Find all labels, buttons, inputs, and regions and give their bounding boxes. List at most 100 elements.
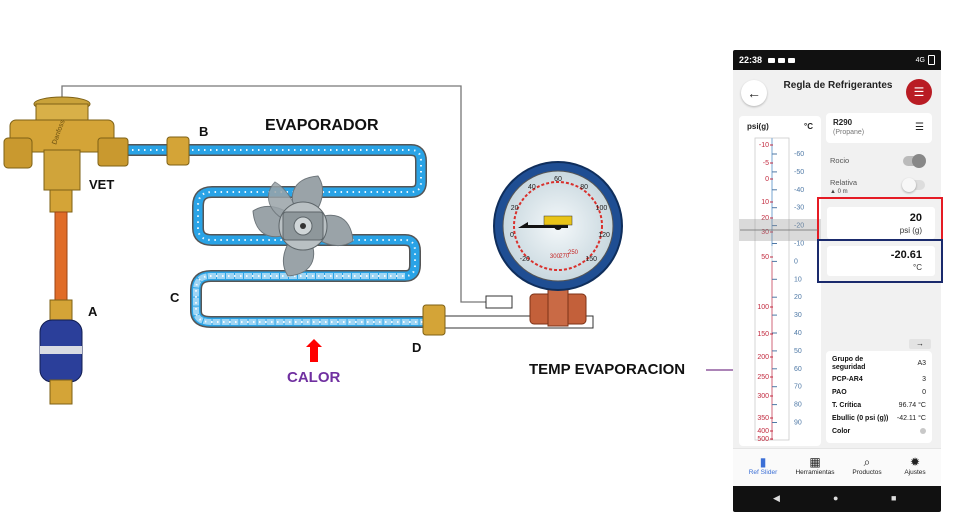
psi-tick-label: 50 [761, 254, 769, 261]
recents-square-icon[interactable]: ■ [891, 493, 897, 503]
celsius-tick-label: 90 [794, 420, 802, 427]
refrigerant-selector[interactable]: R290 (Propane) ☰ [826, 113, 932, 143]
nav-ajustes[interactable]: ✹Ajustes [889, 455, 941, 476]
list-icon[interactable]: ☰ [915, 122, 924, 133]
nav-label: Ajustes [904, 469, 926, 476]
gauge-inner-label: 270 [559, 253, 570, 259]
psi-tick-label: -10 [759, 142, 769, 149]
info-value: 3 [922, 376, 926, 383]
info-value: 96.74 °C [898, 402, 926, 409]
info-value: 0 [922, 389, 926, 396]
nav-label: Herramientas [795, 469, 835, 476]
info-key: PCP-AR4 [832, 376, 863, 383]
nav-ref-slider[interactable]: ▮Ref Slider [737, 455, 789, 476]
gauge-scale-label: 120 [598, 232, 610, 239]
info-key: Grupo de seguridad [832, 356, 866, 371]
celsius-tick-label: 70 [794, 384, 802, 391]
gauge-scale-label: 80 [580, 184, 588, 191]
psi-tick-label: 150 [757, 331, 769, 338]
system-nav-bar: ◀ ● ■ [733, 486, 941, 512]
grid-icon: ▦ [809, 455, 821, 469]
label-calor: CALOR [287, 369, 340, 386]
bulb-sensor [485, 295, 513, 309]
gauge-scale-label: 150 [585, 256, 597, 263]
celsius-tick-label: -10 [794, 241, 804, 248]
refrigerant-name: R290 [833, 118, 853, 127]
celsius-tick-label: 80 [794, 402, 802, 409]
nav-productos[interactable]: ⌕Productos [841, 455, 893, 476]
gear-icon: ✹ [909, 455, 921, 469]
refrigerant-sub: (Propane) [833, 129, 865, 136]
temperature-card[interactable]: -20.61 °C [827, 246, 935, 276]
celsius-tick-label: -20 [794, 223, 804, 230]
gauge-scale-label: 0 [510, 232, 514, 239]
gauge-scale-label: -20 [520, 256, 530, 263]
label-b: B [199, 124, 208, 139]
psi-tick-label: 0 [765, 176, 769, 183]
unit-celsius-label: °C [804, 122, 813, 131]
network-label: 4G [915, 56, 925, 64]
ref-slider[interactable]: psi(g) °C -10-50102030501001502002503003… [739, 116, 821, 446]
expansion-valve: Danfoss [3, 96, 129, 191]
page-title: Regla de Refrigerantes [783, 80, 893, 91]
celsius-tick-label: 0 [794, 258, 798, 265]
celsius-tick-label: -50 [794, 169, 804, 176]
status-right: 4G [916, 55, 935, 65]
label-c: C [170, 290, 180, 305]
ruler-icon: ▮ [759, 455, 767, 469]
relativa-label: Relativa [830, 178, 858, 187]
altitude-value: 0 m [837, 189, 848, 195]
psi-tick-label: 300 [757, 393, 769, 400]
celsius-tick-label: 40 [794, 330, 802, 337]
psi-tick-label: -5 [763, 160, 769, 167]
sensing-capillary [61, 85, 486, 303]
nav-label: Productos [852, 469, 882, 476]
slider-handle[interactable] [739, 219, 821, 241]
relativa-toggle[interactable] [902, 178, 925, 192]
celsius-tick-label: 30 [794, 312, 802, 319]
back-triangle-icon[interactable]: ◀ [773, 493, 780, 503]
pressure-value: 20 [909, 212, 922, 224]
psi-tick-label: 20 [761, 215, 769, 222]
gauge-scale-label: 40 [528, 184, 536, 191]
expand-arrow-button[interactable]: → [909, 339, 931, 349]
status-time: 22:38 [739, 55, 763, 65]
info-key: Color [832, 428, 851, 435]
app-bar: ← Regla de Refrigerantes ☰ [733, 70, 941, 118]
psi-tick-label: 30 [761, 229, 769, 236]
pressure-card[interactable]: 20 psi (g) [827, 207, 935, 239]
celsius-tick-label: 20 [794, 294, 802, 301]
label-vet: VET [89, 177, 114, 192]
psi-tick-label: 250 [757, 374, 769, 381]
slider-scale: -10-5010203050100150200250300350400500 -… [739, 137, 821, 443]
back-button[interactable]: ← [741, 80, 767, 106]
psi-tick-label: 100 [757, 304, 769, 311]
temperature-unit: °C [913, 263, 922, 272]
gauge-scale-label: 60 [554, 176, 562, 183]
sliders-icon: ☰ [913, 85, 925, 99]
notification-icons [768, 57, 796, 63]
rocio-toggle[interactable] [903, 154, 926, 168]
flare-nut-d [422, 304, 446, 336]
info-value: -42.11 °C [896, 415, 926, 422]
psi-tick-label: 400 [757, 428, 769, 435]
celsius-tick-label: -40 [794, 187, 804, 194]
info-value: A3 [917, 360, 926, 367]
nav-herramientas[interactable]: ▦Herramientas [789, 455, 841, 476]
home-circle-icon[interactable]: ● [833, 493, 839, 503]
info-key: Ebullic (0 psi (g)) [832, 415, 889, 422]
nav-label: Ref Slider [748, 469, 778, 476]
psi-tick-label: 200 [757, 354, 769, 361]
phone-screen: 22:38 4G ← Regla de Refrigerantes ☰ psi(… [733, 50, 941, 512]
battery-icon [928, 55, 935, 65]
label-temp-evaporacion: TEMP EVAPORACION [529, 361, 685, 378]
unit-psi-label: psi(g) [747, 122, 769, 131]
filter-button[interactable]: ☰ [906, 79, 932, 105]
celsius-tick-label: -60 [794, 151, 804, 158]
psi-tick-label: 10 [761, 199, 769, 206]
gauge-inner-label: 300 [550, 254, 561, 260]
psi-tick-label: 500 [757, 436, 769, 443]
heat-arrow [306, 339, 322, 362]
